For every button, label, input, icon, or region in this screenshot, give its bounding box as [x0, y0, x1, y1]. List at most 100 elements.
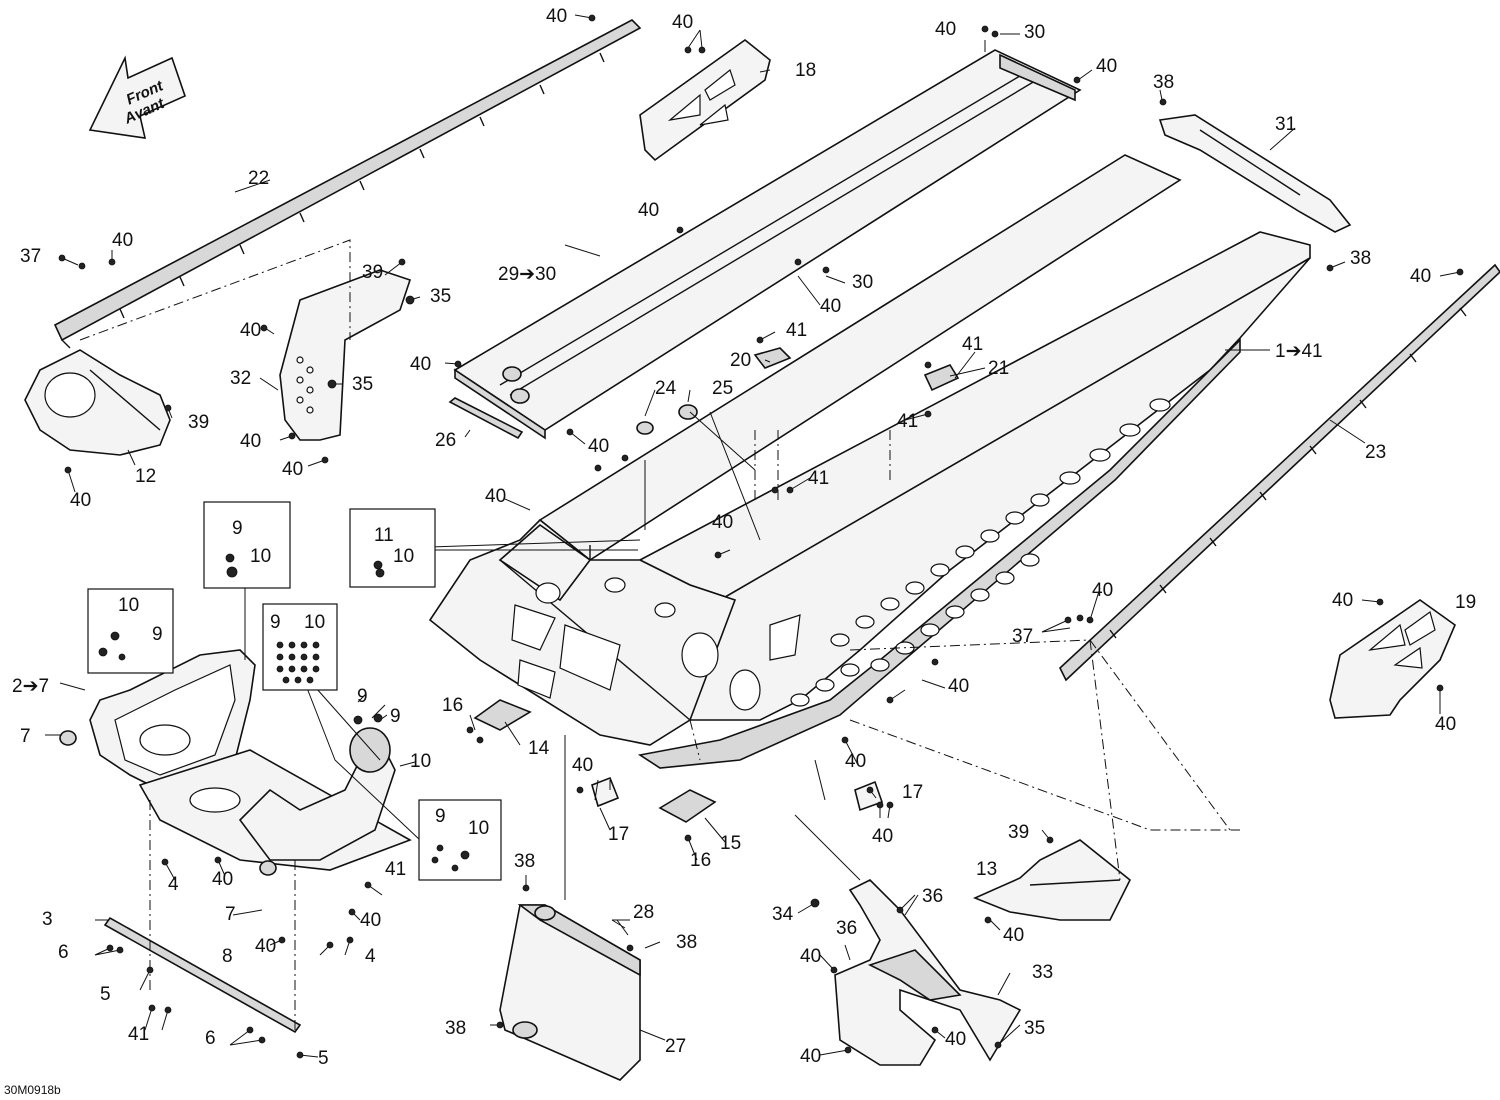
callout-3: 3 [42, 909, 53, 930]
callout-26: 26 [435, 430, 456, 451]
hardware-inset-box-9-10-top [203, 501, 291, 589]
callout-4: 4 [168, 874, 179, 895]
parts-24-25-fasteners [636, 404, 698, 435]
part-12-front-cover [24, 349, 171, 456]
hardware-inset-box-10-9-left [87, 588, 174, 674]
callout-11: 11 [374, 525, 394, 546]
callout-40: 40 [948, 676, 969, 697]
callout-41: 41 [786, 320, 807, 341]
callout-15: 15 [720, 833, 741, 854]
callout-12: 12 [135, 466, 156, 487]
callout-35: 35 [430, 286, 451, 307]
callout-40: 40 [588, 436, 609, 457]
callout-17: 17 [608, 824, 629, 845]
callout-14: 14 [528, 738, 550, 759]
callout-40: 40 [945, 1029, 966, 1050]
callout-4: 4 [365, 946, 376, 967]
callout-21: 21 [988, 358, 1009, 379]
part-31-rear-bracket [1158, 114, 1352, 233]
callout-30: 30 [852, 272, 873, 293]
callout-40: 40 [1410, 266, 1431, 287]
part-1-chassis-tunnel [428, 231, 1311, 769]
callout-40: 40 [360, 910, 381, 931]
callout-36: 36 [836, 918, 857, 939]
callout-40: 40 [1096, 56, 1117, 77]
callout-37: 37 [20, 246, 41, 267]
callout-40: 40 [1003, 925, 1024, 946]
callout-36: 36 [922, 886, 943, 907]
callout-10: 10 [410, 751, 431, 772]
callout-5: 5 [318, 1048, 329, 1069]
callout-28: 28 [633, 902, 654, 923]
callout-25: 25 [712, 378, 733, 399]
callout-40: 40 [872, 826, 893, 847]
callout-40: 40 [70, 490, 91, 511]
callout-labels: 40 40 18 40 30 40 38 31 22 40 37 40 39 3… [12, 6, 1476, 1069]
callout-38: 38 [676, 932, 697, 953]
callout-9: 9 [390, 706, 401, 727]
callout-34: 34 [772, 904, 794, 925]
callout-19: 19 [1455, 592, 1476, 613]
callout-10: 10 [250, 546, 271, 567]
callout-38: 38 [1350, 248, 1371, 269]
front-direction-arrow: Front Avant [88, 55, 186, 139]
callout-16: 16 [690, 850, 711, 871]
callout-40: 40 [485, 486, 506, 507]
callout-37: 37 [1012, 626, 1033, 647]
callout-40: 40 [546, 6, 567, 27]
callout-40: 40 [800, 1046, 821, 1067]
callout-39: 39 [188, 412, 209, 433]
part-26-strip [448, 397, 524, 440]
callout-9: 9 [152, 624, 163, 645]
part-3-strip [103, 916, 302, 1034]
callout-40: 40 [212, 869, 233, 890]
callout-35: 35 [352, 374, 373, 395]
callout-22: 22 [248, 168, 269, 189]
callout-39: 39 [1008, 822, 1029, 843]
callout-5: 5 [100, 984, 111, 1005]
callout-40: 40 [112, 230, 133, 251]
callout-30: 30 [1024, 22, 1045, 43]
callout-6: 6 [205, 1028, 216, 1049]
callout-41: 41 [808, 468, 829, 489]
part-15-footrest [658, 789, 717, 823]
callout-40: 40 [935, 19, 956, 40]
callout-35: 35 [1024, 1018, 1045, 1039]
callout-10: 10 [468, 818, 489, 839]
chassis-side-holes [790, 398, 1171, 707]
part-13-cover [972, 839, 1132, 921]
callout-40: 40 [1435, 714, 1456, 735]
callout-39: 39 [362, 262, 383, 283]
part-21-bracket [923, 364, 960, 392]
callout-40: 40 [672, 12, 693, 33]
callout-1-41: 1➔41 [1275, 341, 1323, 362]
drawing-code: 30M0918b [4, 1083, 61, 1097]
part-19-bracket [1329, 599, 1456, 719]
callout-40: 40 [240, 320, 261, 341]
hardware-inset-box-9-10-right [418, 799, 502, 881]
callout-38: 38 [1153, 72, 1174, 93]
callout-7: 7 [20, 726, 31, 747]
callout-13: 13 [976, 859, 997, 880]
part-2-front-frame [89, 649, 412, 871]
callout-40: 40 [572, 755, 593, 776]
callout-40: 40 [712, 512, 733, 533]
callout-40: 40 [1092, 580, 1113, 601]
part-29-tunnel-top-panel [453, 49, 1082, 440]
part-17-plate-a [591, 776, 620, 808]
part-33-bracket [834, 879, 1022, 1066]
callout-40: 40 [282, 459, 303, 480]
callout-18: 18 [795, 60, 816, 81]
callout-2-7: 2➔7 [12, 676, 49, 697]
callout-40: 40 [845, 751, 866, 772]
part-32-bracket [279, 269, 412, 441]
part-22-left-rail [53, 19, 642, 349]
callout-40: 40 [820, 296, 841, 317]
callout-9: 9 [435, 806, 446, 827]
callout-17: 17 [902, 782, 923, 803]
callout-38: 38 [445, 1018, 466, 1039]
callout-8: 8 [222, 946, 233, 967]
callout-27: 27 [665, 1036, 686, 1057]
callout-41: 41 [897, 411, 918, 432]
